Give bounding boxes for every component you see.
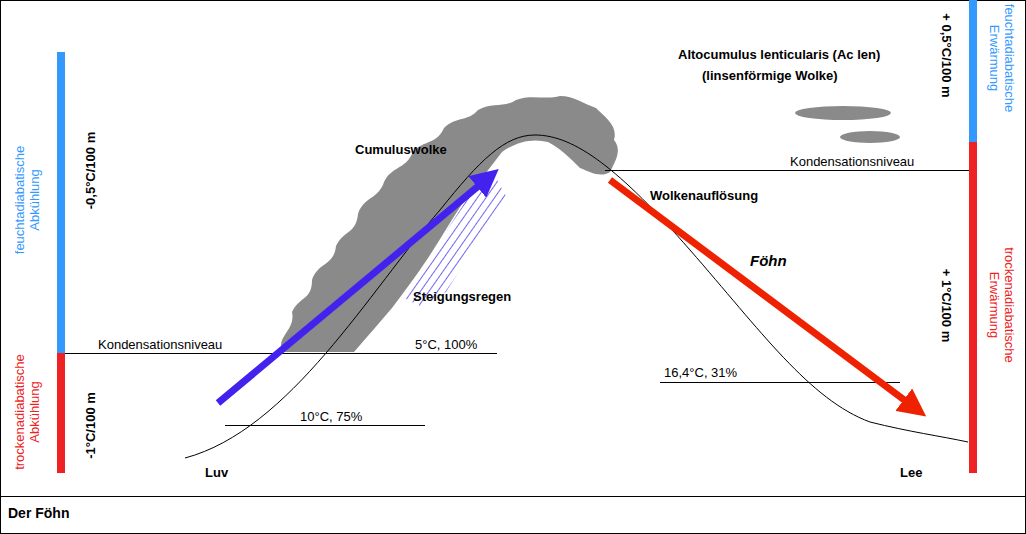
- cumulus-cloud: [281, 96, 618, 352]
- level-line: [660, 382, 900, 383]
- state-label: 5°C, 100%: [415, 337, 477, 352]
- moist-bar: [969, 0, 977, 142]
- level-label: Kondensationsniveau: [790, 154, 914, 169]
- cloud-name: (linsenförmige Wolke): [702, 68, 838, 83]
- condensation-level: [605, 170, 969, 171]
- lenticular-cloud: [840, 131, 900, 143]
- rate-value: -1°C/100 m: [83, 370, 98, 480]
- lenticular-cloud: [795, 106, 891, 120]
- moist-bar: [57, 52, 65, 353]
- rate-value: + 1°C/100 m: [939, 250, 954, 360]
- dry-bar: [969, 142, 977, 473]
- foehn-arrow: [610, 180, 915, 408]
- rate-value: + 0,5°C/100 m: [939, 0, 954, 110]
- lapse-rate-label: feuchtadiabatische Erwärmung: [987, 2, 1017, 114]
- side-label: Luv: [205, 465, 228, 480]
- rain-label: Steigungsregen: [413, 289, 511, 304]
- level-label: Kondensationsniveau: [98, 337, 222, 352]
- figure-caption: Der Föhn: [8, 506, 69, 521]
- cloud-name: Altocumulus lenticularis (Ac len): [678, 47, 880, 62]
- dry-bar: [57, 353, 65, 473]
- rain-hatching: [404, 178, 506, 306]
- lapse-rate-label: trockenadiabatische Abkühlung: [12, 351, 42, 473]
- level-line: [225, 425, 425, 426]
- mountain-profile: [185, 135, 968, 458]
- state-label: 10°C, 75%: [300, 409, 362, 424]
- caption-divider: [0, 496, 1026, 497]
- lapse-rate-label: feuchtadiabatische Abkühlung: [12, 125, 42, 275]
- side-label: Lee: [900, 465, 922, 480]
- state-label: 16,4°C, 31%: [664, 365, 737, 380]
- lapse-rate-label: trockenadiabatische Erwärmung: [987, 225, 1017, 385]
- rate-value: -0,5°C/100 m: [83, 110, 98, 230]
- foehn-label: Föhn: [748, 252, 789, 269]
- cloud-label: Cumuluswolke: [355, 142, 447, 157]
- process-label: Wolkenauflösung: [650, 188, 758, 203]
